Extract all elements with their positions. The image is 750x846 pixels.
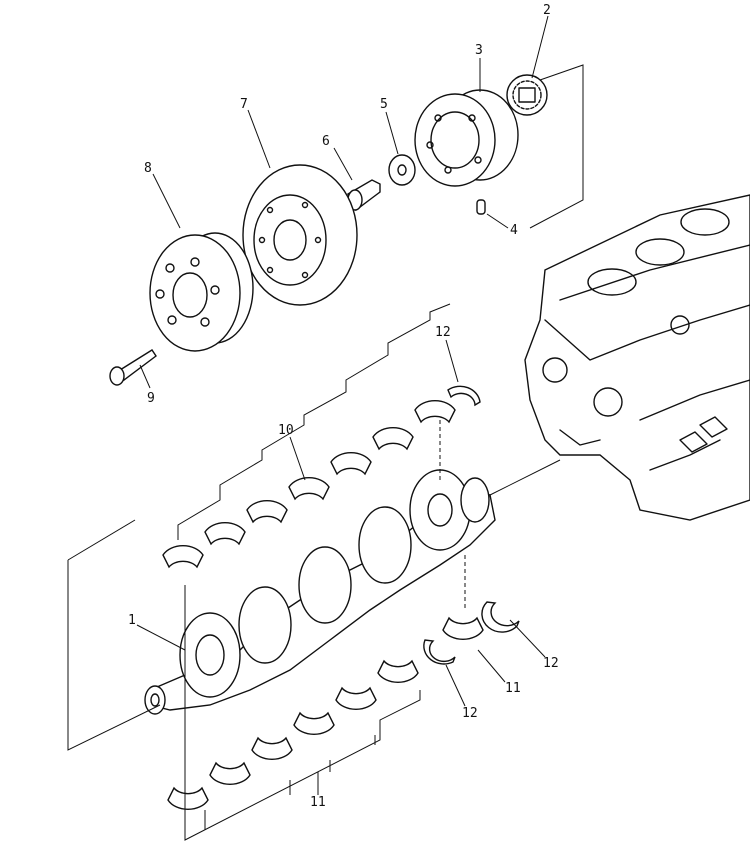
callout-11-bottom: 11 [310, 795, 326, 810]
callout-2: 2 [543, 3, 551, 18]
thrust-washer-lower-right [481, 601, 520, 633]
callout-7: 7 [240, 97, 248, 112]
washer [388, 154, 416, 186]
v-pulley [149, 232, 254, 352]
thrust-washer-upper [447, 385, 481, 407]
callout-12-top: 12 [435, 325, 451, 340]
callout-12-right: 12 [543, 656, 559, 671]
leader-lines [136, 15, 549, 795]
callout-labels: 1 2 3 4 5 6 7 8 9 10 11 11 12 12 12 [128, 3, 559, 810]
pulley-mounting-bolt [109, 349, 157, 386]
callout-4: 4 [510, 223, 518, 238]
callout-9: 9 [147, 391, 155, 406]
callout-8: 8 [144, 161, 152, 176]
cylinder-block [524, 194, 750, 521]
crankshaft-gear [506, 74, 548, 116]
thrust-washer-lower-left [423, 639, 456, 665]
dowel-pin [476, 199, 486, 215]
lower-main-bearings [167, 616, 484, 810]
crankshaft [144, 469, 496, 715]
callout-10: 10 [278, 423, 294, 438]
callout-1: 1 [128, 613, 136, 628]
upper-main-bearings [162, 400, 456, 569]
crankshaft-pulley [414, 89, 519, 187]
callout-6: 6 [322, 134, 330, 149]
callout-5: 5 [380, 97, 388, 112]
pulley-flange [242, 164, 358, 306]
callout-11-right: 11 [505, 681, 521, 696]
callout-3: 3 [475, 43, 483, 58]
callout-12-bottom: 12 [462, 706, 478, 721]
grouping-lines [67, 64, 584, 841]
pulley-bolt [347, 179, 381, 212]
